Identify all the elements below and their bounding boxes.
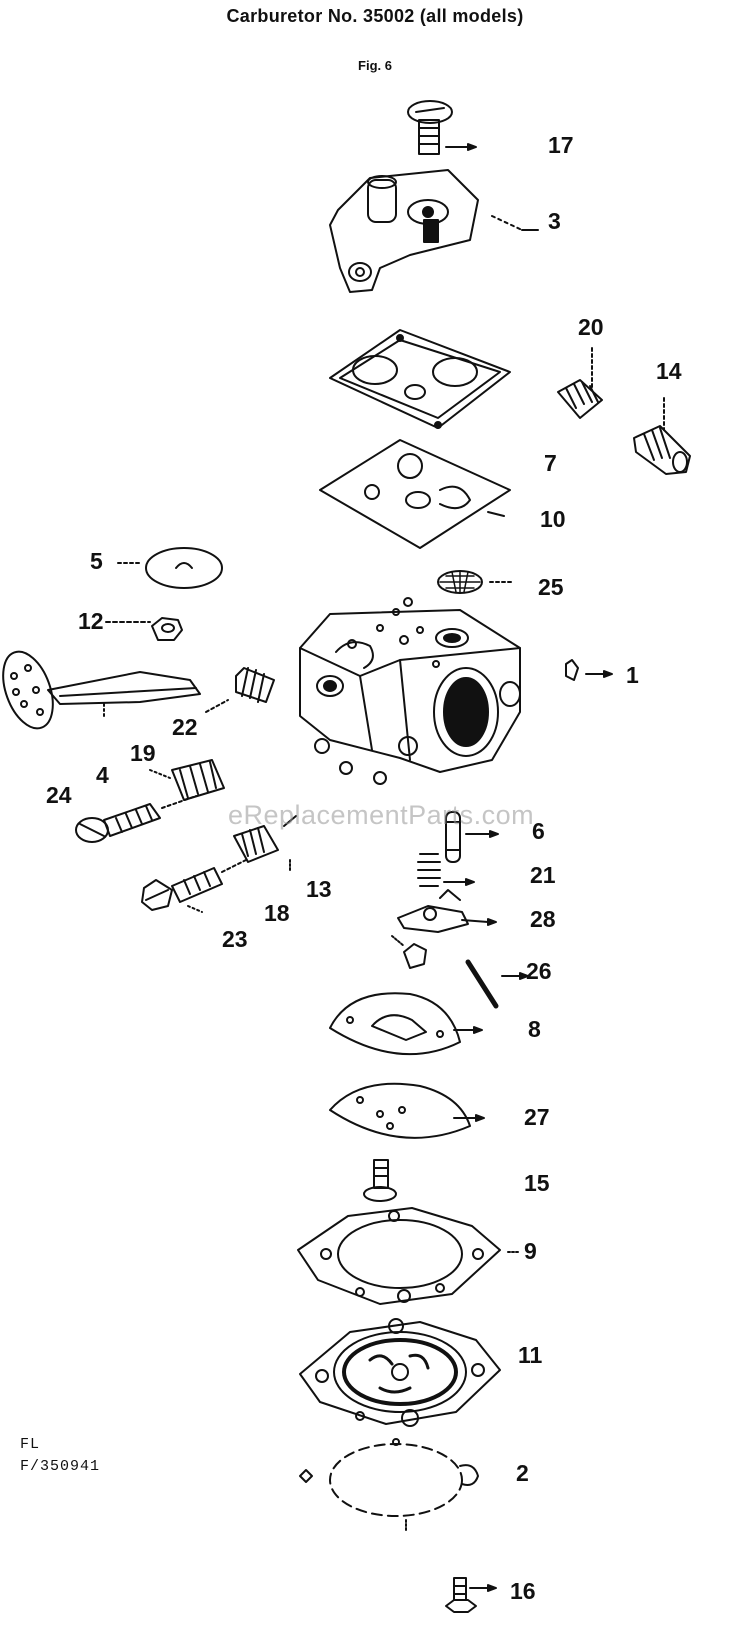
label-part-20: 20 xyxy=(578,314,604,340)
label-part-12: 12 xyxy=(78,608,104,634)
part-10-gasket xyxy=(319,439,511,549)
part-21-spring xyxy=(417,853,475,887)
part-26-pin xyxy=(465,959,529,1009)
part-27-gasket xyxy=(329,1082,485,1139)
footer-code-line1: FL xyxy=(20,1436,41,1453)
label-part-8: 8 xyxy=(528,1016,541,1042)
label-part-13: 13 xyxy=(306,876,332,902)
label-part-16: 16 xyxy=(510,1578,536,1604)
footer-code-line2: F/350941 xyxy=(20,1458,101,1475)
label-part-4: 4 xyxy=(96,762,109,788)
label-part-17: 17 xyxy=(548,132,574,158)
part-13-spring xyxy=(233,815,297,873)
label-part-15: 15 xyxy=(524,1170,550,1196)
label-part-9: 9 xyxy=(524,1238,537,1264)
part-11-pump-cover xyxy=(299,1318,501,1427)
label-part-6: 6 xyxy=(532,818,545,844)
label-part-21: 21 xyxy=(530,862,556,888)
part-14-mixture-needle xyxy=(633,397,691,475)
part-3-pump-cover xyxy=(329,169,539,293)
part-16-screw xyxy=(445,1577,497,1613)
part-23-screw xyxy=(141,859,247,913)
part-19-spring xyxy=(149,759,225,801)
part-9-gasket xyxy=(297,1207,521,1305)
label-part-1: 1 xyxy=(626,662,639,688)
throttle-shaft-assembly xyxy=(2,650,201,730)
label-part-2: 2 xyxy=(516,1460,529,1486)
label-part-14: 14 xyxy=(656,358,682,384)
part-12-nut xyxy=(105,617,183,641)
label-part-19: 19 xyxy=(130,740,156,766)
label-part-28: 28 xyxy=(530,906,556,932)
part-22-spring xyxy=(205,667,275,713)
label-part-18: 18 xyxy=(264,900,290,926)
label-part-25: 25 xyxy=(538,574,564,600)
label-part-10: 10 xyxy=(540,506,566,532)
part-1-carburetor-body xyxy=(299,597,613,785)
part-5-disc xyxy=(117,547,223,589)
part-17-screw xyxy=(407,100,477,155)
label-part-11: 11 xyxy=(518,1342,543,1368)
inlet-needle xyxy=(391,935,427,969)
part-25-filter-screen xyxy=(437,570,513,594)
label-part-3: 3 xyxy=(548,208,561,234)
part-2-diaphragm xyxy=(299,1438,479,1533)
label-part-22: 22 xyxy=(172,714,198,740)
part-28-inlet-lever xyxy=(397,889,497,933)
label-part-7: 7 xyxy=(544,450,557,476)
label-part-26: 26 xyxy=(526,958,552,984)
watermark: eReplacementParts.com xyxy=(228,800,535,830)
label-part-24: 24 xyxy=(46,782,72,808)
part-15-screw xyxy=(363,1159,397,1202)
part-8-metering-diaphragm xyxy=(329,992,483,1056)
part-7-metering-plate xyxy=(329,329,511,429)
label-part-27: 27 xyxy=(524,1104,550,1130)
part-24-screw xyxy=(75,795,197,843)
label-part-5: 5 xyxy=(90,548,103,574)
part-20-spring xyxy=(557,347,603,419)
diagram-title: Carburetor No. 35002 (all models) xyxy=(226,6,524,26)
figure-label: Fig. 6 xyxy=(358,58,392,73)
label-part-23: 23 xyxy=(222,926,248,952)
part-6-pin xyxy=(445,811,499,863)
